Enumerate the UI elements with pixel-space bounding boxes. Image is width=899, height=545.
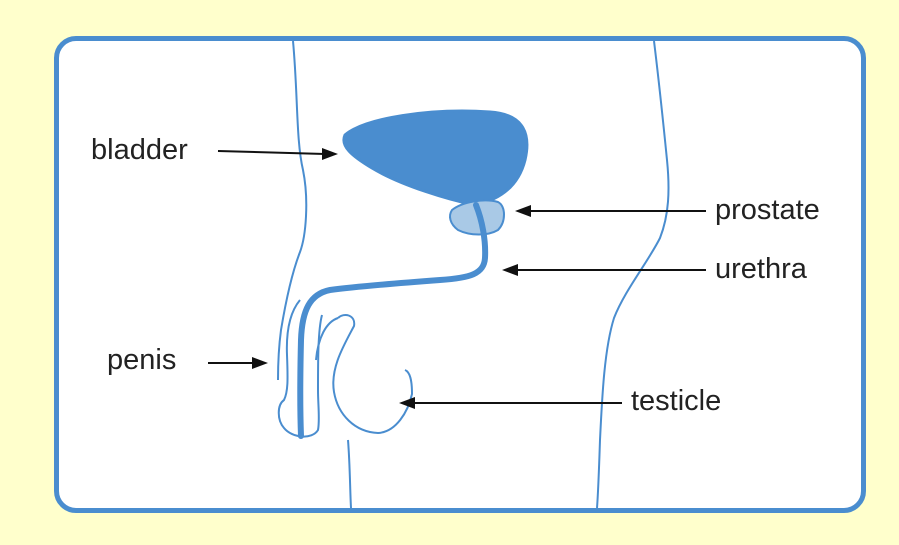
bladder-label: bladder bbox=[91, 136, 188, 165]
penis-arrow bbox=[208, 357, 268, 369]
urethra-arrow bbox=[502, 264, 706, 276]
testicle-outline bbox=[333, 315, 412, 433]
prostate-label: prostate bbox=[715, 196, 820, 225]
penis-label: penis bbox=[107, 346, 176, 375]
bladder-arrow bbox=[218, 148, 338, 160]
prostate-arrow bbox=[515, 205, 706, 217]
bladder-shape bbox=[344, 111, 527, 205]
urethra-tube bbox=[300, 205, 485, 436]
front-body-outline bbox=[597, 41, 669, 508]
leg-outline bbox=[348, 440, 351, 508]
testicle-arrow bbox=[399, 397, 622, 409]
urethra-label: urethra bbox=[715, 255, 807, 284]
testicle-label: testicle bbox=[631, 387, 721, 416]
